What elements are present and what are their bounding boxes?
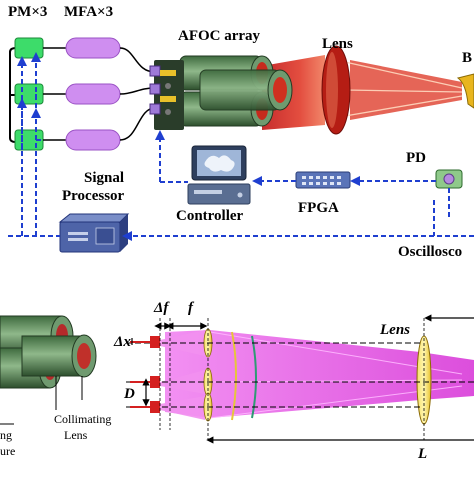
- label-fpga: FPGA: [298, 200, 339, 216]
- label-delta-f: Δf: [154, 300, 169, 316]
- label-pm: PM×3: [8, 4, 48, 20]
- control-links: [8, 52, 474, 241]
- mfa-3: [65, 129, 121, 151]
- signal-processor-device: [58, 213, 130, 253]
- label-lens-bottom: Lens: [380, 322, 410, 338]
- afoc-mount: [154, 60, 184, 130]
- label-controller: Controller: [176, 208, 244, 224]
- label-delta-x: Δx: [114, 334, 131, 350]
- label-processor: Processor: [62, 188, 125, 204]
- label-d: D: [124, 386, 135, 402]
- label-oscilloscope: Oscillosco: [398, 244, 463, 260]
- guide-lines: [159, 318, 425, 440]
- label-pd: PD: [406, 150, 426, 166]
- afoc-3d-view: [0, 315, 97, 389]
- label-signal: Signal: [84, 170, 125, 186]
- label-edge-b: B: [462, 50, 473, 66]
- fiber-tips: [130, 336, 160, 413]
- label-lens-top: Lens: [322, 36, 353, 52]
- photodetector: [435, 169, 463, 189]
- dimension-arrows: [131, 314, 474, 444]
- label-collimating-lens: Lens: [64, 428, 88, 442]
- mfa-modules: [65, 37, 121, 151]
- pm-mfa-fibers: [43, 47, 66, 141]
- label-left-partial-1: ng: [0, 428, 12, 442]
- label-collimating: Collimating: [54, 412, 112, 426]
- wavefronts: [231, 331, 257, 421]
- afoc-array: [149, 55, 293, 130]
- mfa-1: [65, 37, 121, 59]
- label-left-partial-2: ure: [0, 444, 16, 458]
- label-l: L: [418, 446, 428, 462]
- fpga-board: [295, 171, 351, 189]
- pm-box-2: [14, 83, 44, 105]
- laser-beams: [262, 55, 463, 130]
- label-f: f: [188, 300, 193, 316]
- label-afoc-array: AFOC array: [178, 28, 261, 44]
- label-mfa: MFA×3: [64, 4, 114, 20]
- mfa-2: [65, 83, 121, 105]
- optical-axes: [126, 342, 474, 408]
- controller-computer: [187, 145, 251, 205]
- pm-boxes: [14, 37, 44, 151]
- target-mirror: [456, 73, 474, 109]
- pm-box-1: [14, 37, 44, 59]
- pointer-lines: [55, 376, 83, 410]
- focusing-lens-top: [321, 45, 351, 135]
